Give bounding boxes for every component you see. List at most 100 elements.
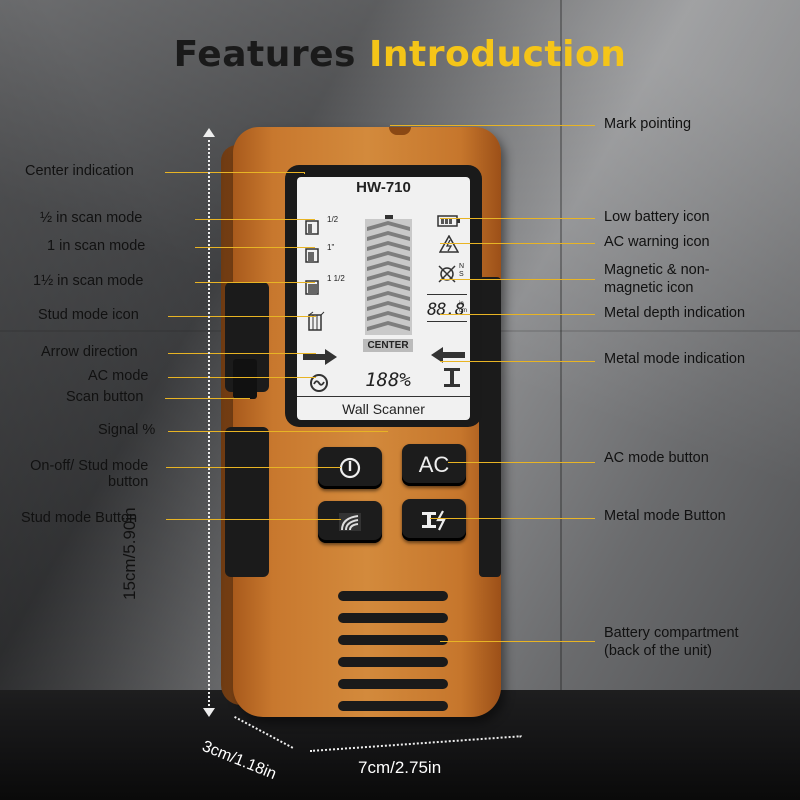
lcd-screen: HW-710 CENTER <box>297 177 470 420</box>
label-metal-mode-button: Metal mode Button <box>604 508 726 524</box>
ac-mode-icon <box>309 373 329 398</box>
label-stud-mode-button: Stud mode Button <box>21 510 138 526</box>
label-one-inch-scan: 1 in scan mode <box>47 238 146 254</box>
metal-mode-button[interactable] <box>402 499 466 541</box>
label-battery-line2: (back of the unit) <box>604 643 712 659</box>
depth-units: in cm <box>459 301 467 315</box>
center-label: CENTER <box>363 339 413 352</box>
depth-divider-top <box>427 294 467 295</box>
depth-divider-bottom <box>427 321 467 322</box>
stud-mode-icon <box>307 311 325 331</box>
half-inch-scan-text: 1/2 <box>327 215 339 224</box>
leader-line <box>440 314 595 315</box>
arrow-down-icon <box>203 708 215 717</box>
leader-line <box>440 243 595 244</box>
scan-button[interactable] <box>233 359 257 399</box>
right-grip <box>479 277 501 577</box>
label-arrow-direction: Arrow direction <box>41 344 138 360</box>
leader-line <box>165 172 305 173</box>
title-part-1: Features <box>173 34 356 75</box>
low-battery-icon <box>437 214 461 232</box>
height-dimension-line <box>208 135 210 710</box>
power-button[interactable] <box>318 447 382 489</box>
right-arrow-icon <box>303 349 337 370</box>
south-label: S <box>459 271 464 278</box>
label-scan-button: Scan button <box>66 389 144 405</box>
leader-line <box>168 377 316 378</box>
half-inch-scan-icon <box>305 217 325 235</box>
one-inch-scan-icon <box>305 245 325 263</box>
height-dimension-label: 15cm/5.90in <box>120 507 139 600</box>
stud-scan-icon <box>339 513 361 531</box>
label-half-inch-scan: ½ in scan mode <box>40 210 143 226</box>
lcd-divider <box>297 396 470 397</box>
leader-line <box>390 125 595 126</box>
magnetic-icon <box>437 263 459 290</box>
leader-line <box>195 282 315 283</box>
leader-line <box>195 219 315 220</box>
depth-unit-in: in <box>459 301 464 307</box>
leader-line <box>448 462 595 463</box>
title-part-2: Introduction <box>368 34 627 75</box>
magnet-pole-labels: N S <box>459 263 464 279</box>
label-ac-mode: AC mode <box>88 368 149 384</box>
label-magnetic-line1: Magnetic & non- <box>604 262 710 278</box>
wall-scanner-device: HW-710 CENTER <box>221 127 501 717</box>
model-label: HW-710 <box>356 179 411 196</box>
arrow-up-icon <box>203 128 215 137</box>
label-battery-compartment: Battery compartment (back of the unit) <box>604 624 739 660</box>
leader-line <box>168 353 316 354</box>
label-onoff-line1: On-off/ Stud mode <box>30 458 149 474</box>
label-metal-depth: Metal depth indication <box>604 305 746 321</box>
left-grip-lower <box>225 427 269 577</box>
battery-vent-slot <box>338 613 448 623</box>
leader-line <box>165 398 250 399</box>
metal-beam-bolt-icon <box>422 510 446 531</box>
leader-line <box>195 247 315 248</box>
one-half-inch-scan-icon <box>305 277 325 295</box>
leader-line <box>440 641 595 642</box>
ac-mode-button[interactable]: AC <box>402 444 466 486</box>
label-ac-warning: AC warning icon <box>604 234 710 250</box>
label-onoff-button: On-off/ Stud mode button <box>15 458 148 490</box>
ac-button-label: AC <box>418 452 450 477</box>
metal-depth-readout: 88.8 <box>427 300 465 320</box>
label-battery-line1: Battery compartment <box>604 625 739 641</box>
left-arrow-icon <box>431 347 465 368</box>
page-title: Features Introduction <box>0 34 800 75</box>
label-magnetic-line2: magnetic icon <box>604 280 694 296</box>
wall-scanner-label: Wall Scanner <box>342 401 425 417</box>
label-metal-mode: Metal mode indication <box>604 351 746 367</box>
leader-line <box>166 467 341 468</box>
wall-seam <box>560 0 562 690</box>
label-low-battery: Low battery icon <box>604 209 710 225</box>
metal-mode-icon <box>443 367 463 394</box>
label-signal: Signal % <box>98 422 156 438</box>
label-magnetic: Magnetic & non- magnetic icon <box>604 261 710 297</box>
label-ac-mode-button: AC mode button <box>604 450 709 466</box>
power-icon <box>339 457 361 479</box>
leader-line <box>440 361 595 362</box>
one-half-inch-scan-text: 1 1/2 <box>327 274 345 283</box>
battery-vent-slot <box>338 657 448 667</box>
leader-line <box>166 519 341 520</box>
battery-vent-slot <box>338 701 448 711</box>
ac-warning-icon <box>438 234 460 258</box>
depth-unit-cm: cm <box>459 308 467 314</box>
label-mark-pointing: Mark pointing <box>604 116 692 132</box>
one-inch-scan-text: 1" <box>327 243 335 252</box>
label-stud-mode-icon: Stud mode icon <box>38 307 139 323</box>
leader-line <box>304 172 305 174</box>
stud-mode-button[interactable] <box>318 501 382 543</box>
leader-line <box>168 316 316 317</box>
signal-readout: 188% <box>365 369 411 391</box>
label-one-half-inch-scan: 1½ in scan mode <box>33 273 144 289</box>
leader-line <box>430 518 595 519</box>
leader-line <box>440 218 595 219</box>
leader-line <box>168 431 388 432</box>
battery-vent-slot <box>338 591 448 601</box>
label-center-indication: Center indication <box>25 163 134 179</box>
label-onoff-line2: button <box>108 474 149 490</box>
width-dimension-label: 7cm/2.75in <box>358 758 442 777</box>
signal-bar-graph <box>365 215 412 335</box>
